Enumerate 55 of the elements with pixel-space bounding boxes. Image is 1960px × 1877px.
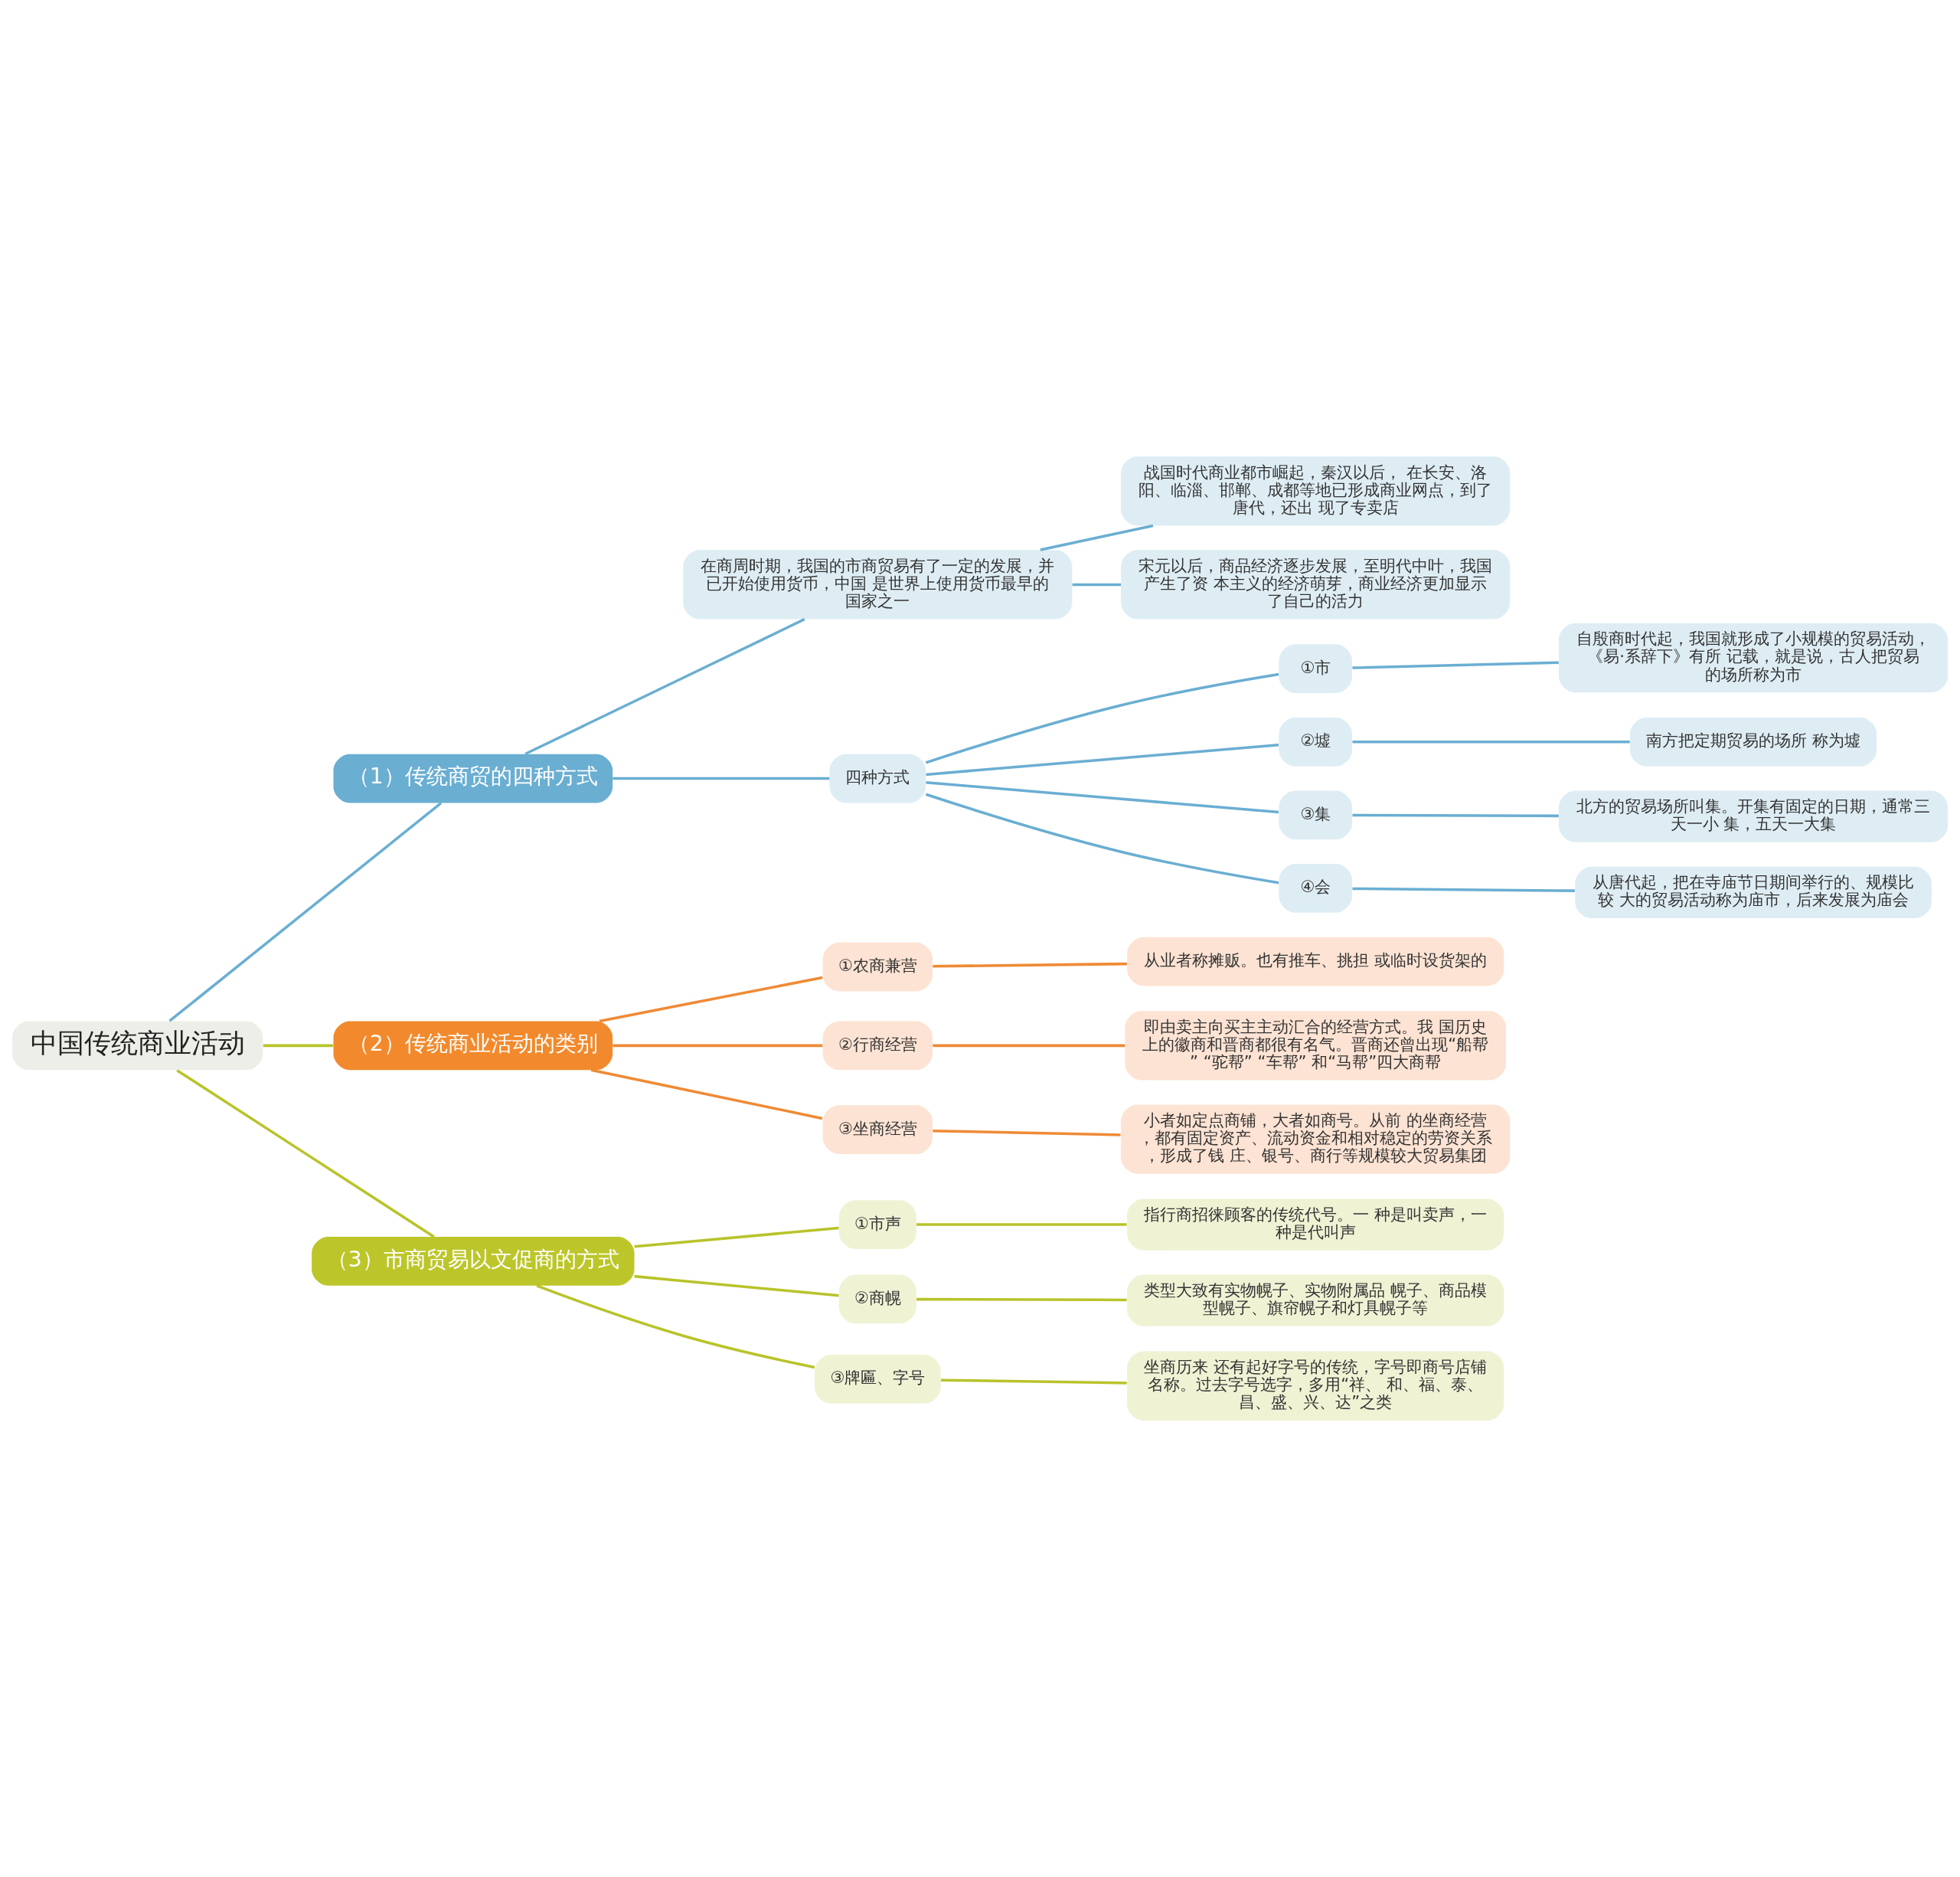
node-box: 从唐代起，把在寺庙节日期间举行的、规模比较 大的贸易活动称为庙市，后来发展为庙会 [1575,866,1932,918]
connector [916,1297,1127,1302]
connector [599,976,823,1023]
connector [916,1223,1127,1226]
node-box: 战国时代商业都市崛起，秦汉以后， 在长安、洛阳、临淄、邯郸、成都等地已形成商业网点，到了唐代，还出 现了专卖店 [1121,456,1511,526]
connector [940,1378,1127,1385]
node-box: ②商幌 [838,1274,916,1324]
connector [524,618,805,756]
node-box: ①农商兼营 [822,942,933,992]
connector [263,1044,333,1048]
node-box: 坐商历来 还有起好字号的传统，字号即商号店铺名称。过去字号选字，多用“祥、 和、福、泰、昌、盛、兴、达”之类 [1127,1351,1504,1421]
connector [926,743,1279,777]
node-box: ④会 [1279,864,1352,913]
node-box: ①市 [1279,644,1352,694]
node-box: ②行商经营 [822,1021,933,1071]
connector [612,1044,823,1048]
node-box: ③坐商经营 [822,1105,933,1154]
node-box: ①市声 [838,1200,916,1249]
node-box: 从业者称摊贩。也有推车、挑担 或临时设货架的 [1127,937,1504,986]
node-box: ③牌匾、字号 [815,1355,941,1404]
connector [1352,661,1559,669]
connector [1352,887,1575,892]
node-box: （2）传统商业活动的类别 [333,1021,613,1071]
node-box: ③集 [1279,790,1352,840]
connector [634,1226,839,1248]
node-box: 四种方式 [829,754,926,803]
connector [925,672,1279,764]
connector [933,1129,1121,1136]
node-box: 自殷商时代起，我国就形成了小规模的贸易活动，《易·系辞下》有所 记载，就是说，古人把贸易的场所称为市 [1559,623,1949,693]
connector [925,793,1279,885]
connector [536,1284,815,1369]
node-box: 指行商招徕顾客的传统代号。一 种是叫卖声，一种是代叫声 [1127,1198,1504,1251]
node-box: 即由卖主向买主主动汇合的经营方式。我 国历史上的徽商和晋商都很有名气。晋商还曾出现“船帮” “驼帮” “车帮” 和“马帮”四大商帮 [1125,1011,1506,1081]
connector [926,781,1279,814]
node-box: （3）市商贸易以文促商的方式 [312,1237,635,1286]
node-box: 小者如定点商铺，大者如商号。从前 的坐商经营，都有固定资产、流动资金和相对稳定的劳资关系，形成了钱 庄、银号、商行等规模较大贸易集团 [1121,1104,1511,1174]
connector [933,1044,1125,1048]
connector [1352,813,1559,818]
connector [590,1068,823,1120]
node-box: 北方的贸易场所叫集。开集有固定的日期，通常三天一小 集，五天一大集 [1559,790,1949,842]
node-box: 宋元以后，商品经济逐步发展，至明代中叶，我国产生了资 本主义的经济萌芽，商业经济更加显示了自己的活力 [1121,550,1511,620]
node-box: （1）传统商贸的四种方式 [333,754,613,803]
connector [612,777,830,780]
connector [933,962,1127,968]
node-box: 南方把定期贸易的场所 称为墟 [1629,717,1877,767]
node-box: 类型大致有实物幌子、实物附属品 幌子、商品模型幌子、旗帘幌子和灯具幌子等 [1127,1274,1504,1326]
connector [176,1069,435,1238]
node-box: 在商周时期，我国的市商贸易有了一定的发展，并已开始使用货币，中国 是世界上使用货币最早的国家之一 [683,550,1073,620]
connector [1352,741,1630,744]
node-box: 中国传统商业活动 [11,1021,263,1071]
node-box: ②墟 [1279,717,1352,767]
connector [634,1274,839,1297]
connector [1072,583,1122,587]
connector [1040,524,1154,551]
connector [168,802,443,1022]
